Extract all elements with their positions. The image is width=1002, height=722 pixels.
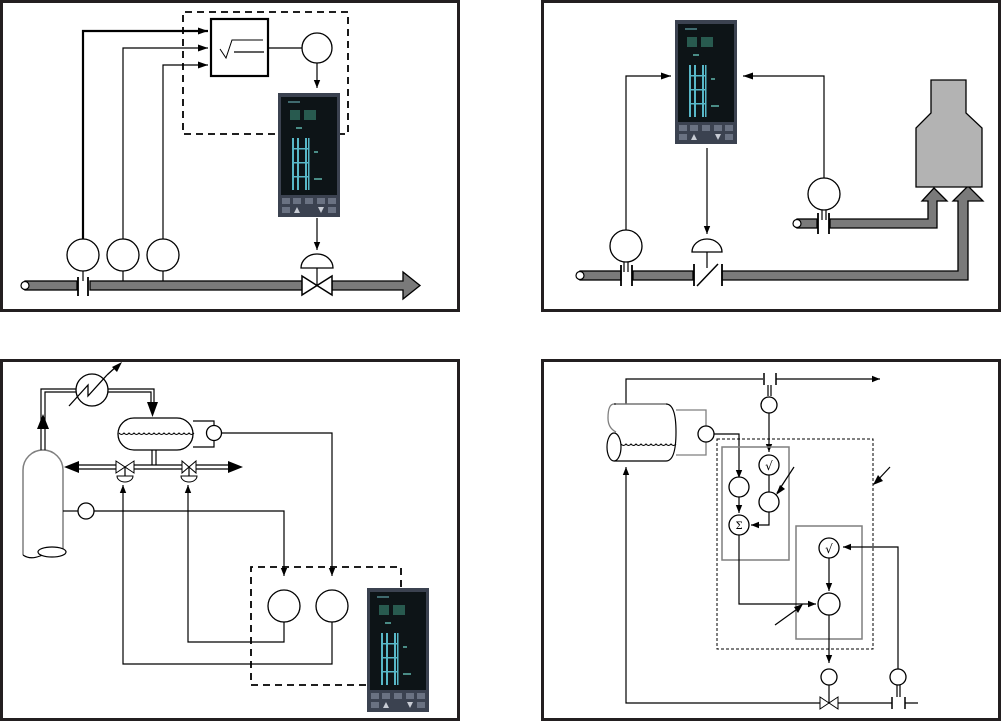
distillation-column	[22, 449, 64, 555]
controller-faceplate	[367, 588, 429, 712]
fuel-pipe	[579, 270, 622, 281]
level-loop-group	[721, 446, 790, 561]
fuel-pipe	[632, 270, 694, 281]
air-flow-transmitter-bubble	[807, 177, 841, 211]
controller-faceplate	[278, 93, 340, 217]
panel-top-right	[541, 0, 1001, 312]
pressure-transmitter-bubble	[106, 238, 140, 272]
sqrt-icon: √	[765, 459, 773, 473]
temperature-transmitter-bubble	[77, 502, 95, 520]
temperature-transmitter-bubble	[146, 238, 180, 272]
sqrt-computing-block	[209, 17, 270, 78]
sqrt-icon: √	[825, 542, 833, 556]
pipe-flow-arrow	[331, 270, 422, 301]
dashed-controller-boundary	[182, 11, 349, 135]
valve-positioner-bubble	[820, 668, 838, 686]
valve-actuator	[300, 253, 334, 269]
level-transmitter-bubble	[697, 425, 715, 443]
signal-line-temperature	[162, 61, 208, 240]
signal-line-fuel-flow	[625, 72, 671, 230]
control-valve-icon	[301, 274, 333, 297]
flow-controller-bubble	[301, 32, 333, 64]
furnace	[915, 79, 983, 188]
feedwater-valve-icon	[819, 696, 839, 710]
steam-flow-transmitter-bubble	[760, 396, 778, 414]
dotted-control-system-boundary	[716, 438, 874, 650]
fuel-flow-transmitter-bubble	[609, 229, 643, 263]
damper-actuator	[691, 238, 723, 253]
boiler-drum	[614, 403, 677, 462]
level-transmitter-bubble	[205, 424, 223, 442]
temperature-controller-bubble	[267, 589, 301, 623]
signal-line-pressure	[122, 44, 208, 240]
panel-top-left	[0, 0, 460, 312]
process-pipe	[89, 280, 304, 291]
signal-line-air-flow	[743, 72, 825, 178]
level-controller-bubble	[728, 476, 750, 498]
feedwater-flow-controller-bubble	[817, 592, 841, 616]
fuel-pipe-to-furnace	[721, 185, 985, 281]
feedwater-flow-transmitter-bubble	[889, 668, 907, 686]
pipe-inlet	[20, 280, 30, 291]
panel-bottom-left	[0, 359, 460, 721]
signal-line-flow	[81, 27, 208, 240]
level-controller-bubble	[315, 589, 349, 623]
panel-frame	[541, 359, 1001, 721]
distillate-arrow	[228, 461, 243, 473]
controller-faceplate	[675, 20, 737, 144]
reflux-arrow	[64, 461, 79, 473]
reboiler	[37, 546, 67, 558]
dashed-controller-boundary	[250, 566, 402, 686]
flow-transmitter-bubble	[66, 238, 100, 272]
sqrt-icon	[219, 39, 263, 60]
panel-bottom-right: √ Σ √	[541, 359, 1001, 721]
sigma-icon: Σ	[735, 521, 742, 532]
process-pipe	[24, 280, 78, 291]
air-pipe-to-furnace	[829, 187, 949, 229]
